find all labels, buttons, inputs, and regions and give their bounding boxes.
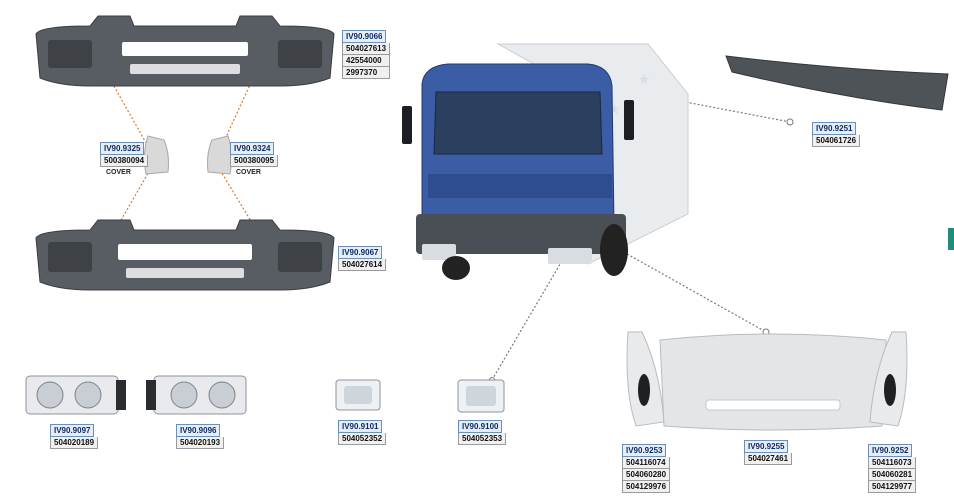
oem-number: 504027614 bbox=[338, 259, 387, 271]
corner-panel-left-label: IV90.9253 504116074 504060280 504129976 bbox=[622, 444, 671, 493]
oem-number: 504052352 bbox=[338, 433, 387, 445]
part-code: IV90.9067 bbox=[338, 246, 383, 259]
oem-number: 2997370 bbox=[342, 67, 391, 79]
oem-number: 504020193 bbox=[176, 437, 225, 449]
oem-number: 504027613 bbox=[342, 43, 391, 55]
part-code: IV90.9251 bbox=[812, 122, 857, 135]
oem-number: 504116073 bbox=[868, 457, 917, 469]
fog-lamp-right-label: IV90.9100 504052353 bbox=[458, 420, 507, 445]
headlamp-right-label: IV90.9096 504020193 bbox=[176, 424, 225, 449]
fog-lamp-right-image bbox=[457, 379, 505, 413]
oem-number: 504116074 bbox=[622, 457, 671, 469]
part-code: IV90.9253 bbox=[622, 444, 667, 457]
corner-panel-right-image bbox=[869, 331, 908, 427]
front-grille-panel-label: IV90.9255 504027461 bbox=[744, 440, 793, 465]
part-code: IV90.9066 bbox=[342, 30, 387, 43]
sun-visor-label: IV90.9251 504061726 bbox=[812, 122, 861, 147]
headlamp-left-image bbox=[25, 375, 126, 415]
front-bumper-top-label: IV90.9066 504027613 42554000 2997370 bbox=[342, 30, 391, 79]
cover-left-label: IV90.9325 500380094 COVER bbox=[100, 142, 149, 176]
truck-image: ★ ★ bbox=[402, 43, 689, 280]
front-bumper-bottom-image bbox=[35, 219, 335, 291]
svg-text:★: ★ bbox=[638, 71, 651, 87]
oem-number: 504052353 bbox=[458, 433, 507, 445]
cover-left-image bbox=[143, 135, 169, 175]
oem-number: 504027461 bbox=[744, 453, 793, 465]
part-code: IV90.9252 bbox=[868, 444, 913, 457]
oem-number: 500380094 bbox=[100, 155, 149, 167]
oem-number: 42554000 bbox=[342, 55, 391, 67]
oem-number: 504020189 bbox=[50, 437, 99, 449]
part-code: IV90.9325 bbox=[100, 142, 145, 155]
front-bumper-top-image bbox=[35, 15, 335, 87]
oem-number: 504061726 bbox=[812, 135, 861, 147]
headlamp-right-image bbox=[146, 375, 247, 415]
part-code: IV90.9096 bbox=[176, 424, 221, 437]
part-code: IV90.9101 bbox=[338, 420, 383, 433]
corner-panel-right-label: IV90.9252 504116073 504060281 504129977 bbox=[868, 444, 917, 493]
part-code: IV90.9097 bbox=[50, 424, 95, 437]
front-bumper-bottom-label: IV90.9067 504027614 bbox=[338, 246, 387, 271]
oem-number: 504060281 bbox=[868, 469, 917, 481]
oem-number: 504060280 bbox=[622, 469, 671, 481]
oem-number: 504129977 bbox=[868, 481, 917, 493]
part-code: IV90.9100 bbox=[458, 420, 503, 433]
fog-lamp-left-label: IV90.9101 504052352 bbox=[338, 420, 387, 445]
cover-note: COVER bbox=[106, 169, 131, 176]
part-code: IV90.9324 bbox=[230, 142, 275, 155]
sun-visor-image bbox=[725, 55, 949, 111]
cover-note: COVER bbox=[236, 169, 261, 176]
part-code: IV90.9255 bbox=[744, 440, 789, 453]
fog-lamp-left-image bbox=[335, 379, 381, 411]
page-edge-tab bbox=[948, 228, 954, 250]
oem-number: 500380095 bbox=[230, 155, 279, 167]
headlamp-left-label: IV90.9097 504020189 bbox=[50, 424, 99, 449]
oem-number: 504129976 bbox=[622, 481, 671, 493]
front-grille-panel-image bbox=[659, 333, 887, 431]
cover-right-label: IV90.9324 500380095 COVER bbox=[230, 142, 279, 176]
